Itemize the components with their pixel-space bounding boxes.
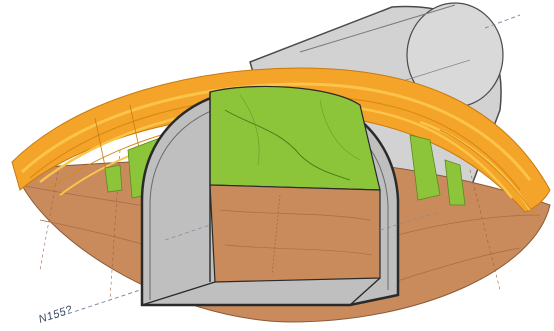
chainage-label: N155? (37, 304, 74, 326)
